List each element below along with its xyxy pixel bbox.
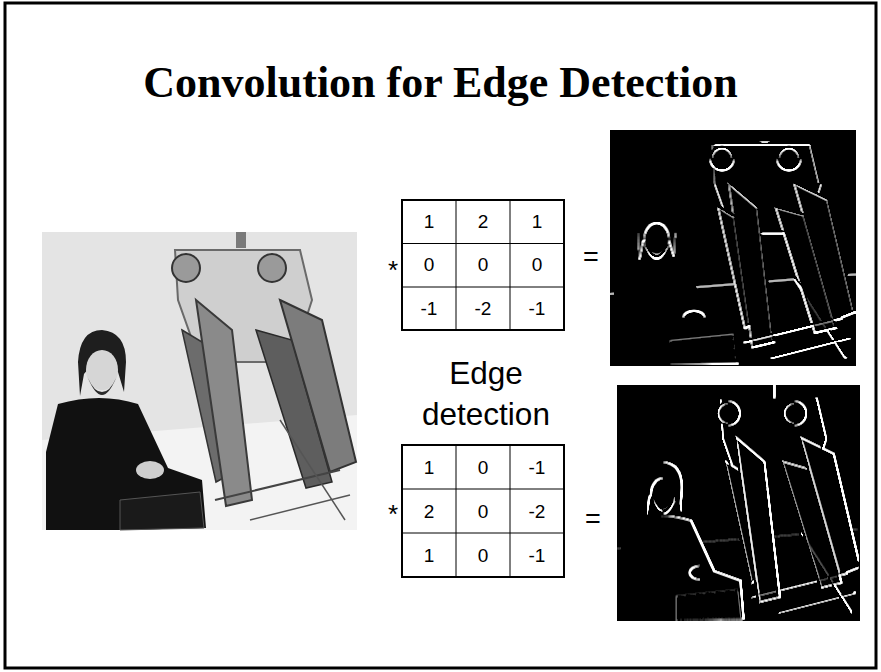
equals-sign-slot: = [576, 500, 610, 538]
input-photo [42, 232, 357, 530]
horizontal-edge-image [610, 130, 855, 365]
kernel-cell: 1 [424, 455, 435, 480]
kernel-cell: 0 [532, 252, 543, 277]
kernel-cell: 2 [478, 209, 489, 234]
kernel-cell-slot: 0 [456, 243, 510, 286]
kernel-cell: 0 [424, 252, 435, 277]
equals-sign-slot: = [574, 238, 608, 276]
kernel-cell: -1 [529, 455, 546, 480]
convolution-operator-slot: * [382, 252, 404, 288]
kernel-cell: 0 [478, 455, 489, 480]
kernel-cell-slot: 2 [456, 200, 510, 243]
equals-sign: = [585, 502, 601, 537]
kernel-cell-slot: 1 [510, 200, 564, 243]
kernel-caption: Edge detection [388, 353, 584, 435]
kernel-grid [402, 445, 564, 577]
kernel-cell-slot: 1 [402, 200, 456, 243]
output-ground [610, 130, 855, 365]
equals-sign: = [583, 240, 599, 275]
kernel-cell: 1 [532, 209, 543, 234]
kernel-cell-slot: 0 [402, 243, 456, 286]
vertical-edge-image [617, 385, 860, 620]
kernel-cell-slot: -2 [510, 489, 564, 533]
kernel-cell-slot: 0 [456, 489, 510, 533]
convolution-operator-slot: * [382, 496, 404, 532]
kernel-cell: -2 [475, 296, 492, 321]
kernel-cell-slot: 0 [510, 243, 564, 286]
kernel-cell: -2 [529, 499, 546, 524]
kernel-cell-slot: -1 [402, 287, 456, 330]
kernel-cell: 0 [478, 252, 489, 277]
kernel-cell: -1 [421, 296, 438, 321]
kernel-cell: -1 [529, 296, 546, 321]
kernel-cell-slot: -1 [510, 533, 564, 577]
kernel-grid [402, 200, 564, 330]
kernel-cell-slot: -1 [510, 445, 564, 489]
kernel-cell: 2 [424, 499, 435, 524]
kernel-cell: 0 [478, 543, 489, 568]
kernel-cell: 1 [424, 209, 435, 234]
output-ground [617, 385, 860, 620]
kernel-cell-slot: 0 [456, 445, 510, 489]
kernel-cell-slot: -1 [510, 287, 564, 330]
kernel-cell-slot: 1 [402, 445, 456, 489]
kernel-caption-slot: Edge detection [388, 346, 584, 442]
kernel-cell: -1 [529, 543, 546, 568]
slide-title: Convolution for Edge Detection [143, 57, 737, 108]
kernel-cell-slot: 2 [402, 489, 456, 533]
title-wrap: Convolution for Edge Detection [20, 52, 861, 112]
kernel-cell-slot: -2 [456, 287, 510, 330]
kernel-cell-slot: 1 [402, 533, 456, 577]
kernel-cell: 0 [478, 499, 489, 524]
convolution-operator: * [388, 253, 398, 287]
slide-frame [5, 3, 876, 668]
kernel-cell: 1 [424, 543, 435, 568]
kernel-cell-slot: 0 [456, 533, 510, 577]
convolution-operator: * [388, 497, 398, 531]
